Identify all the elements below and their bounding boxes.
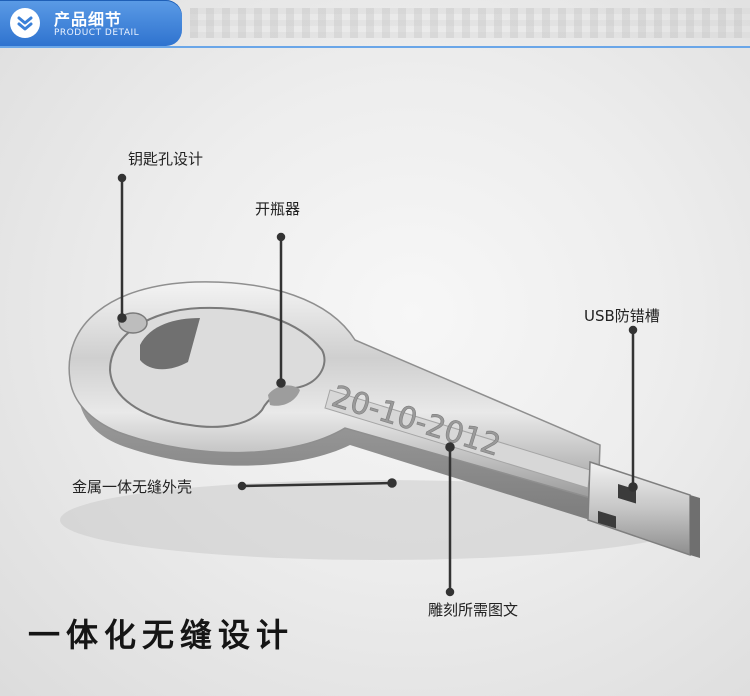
callout-dot-metal-shell (387, 478, 397, 488)
opener-tooth (268, 385, 300, 406)
callout-metal-shell: 金属一体无缝外壳 (72, 478, 193, 496)
callout-line-metal-shell (241, 481, 393, 488)
callout-dot-usb-slot (628, 482, 638, 492)
callout-dot-key-hole (117, 313, 127, 323)
callout-usb-slot: USB防错槽 (584, 307, 660, 325)
header-divider (0, 46, 750, 48)
usb-slot-lower (598, 510, 616, 529)
section-subtitle: PRODUCT DETAIL (54, 28, 140, 38)
callout-dot-usb-slot-top (628, 325, 638, 335)
section-title: 产品细节 (54, 10, 123, 29)
chevron-down-icon (10, 8, 40, 38)
callout-dot-metal-shell-start (237, 481, 247, 491)
usb-connector-end (690, 495, 700, 558)
callout-dot-key-hole-top (117, 173, 127, 183)
callout-dot-engraving (445, 442, 455, 452)
header-decoration (190, 8, 750, 38)
section-header: 产品细节 PRODUCT DETAIL (0, 0, 750, 48)
header-tab: 产品细节 PRODUCT DETAIL (0, 0, 182, 46)
callout-dot-bottle-opener (276, 378, 286, 388)
callout-dot-engraving-bottom (445, 587, 455, 597)
callout-lines (117, 173, 638, 597)
callout-dot-bottle-opener-top (276, 232, 286, 242)
callout-bottle-opener: 开瓶器 (255, 200, 301, 218)
opener-lip (140, 318, 200, 370)
design-caption: 一体化无缝设计 (28, 616, 295, 654)
callout-key-hole: 钥匙孔设计 (128, 150, 204, 168)
engraving-band (324, 389, 591, 489)
callout-engraving: 雕刻所需图文 (428, 601, 519, 619)
